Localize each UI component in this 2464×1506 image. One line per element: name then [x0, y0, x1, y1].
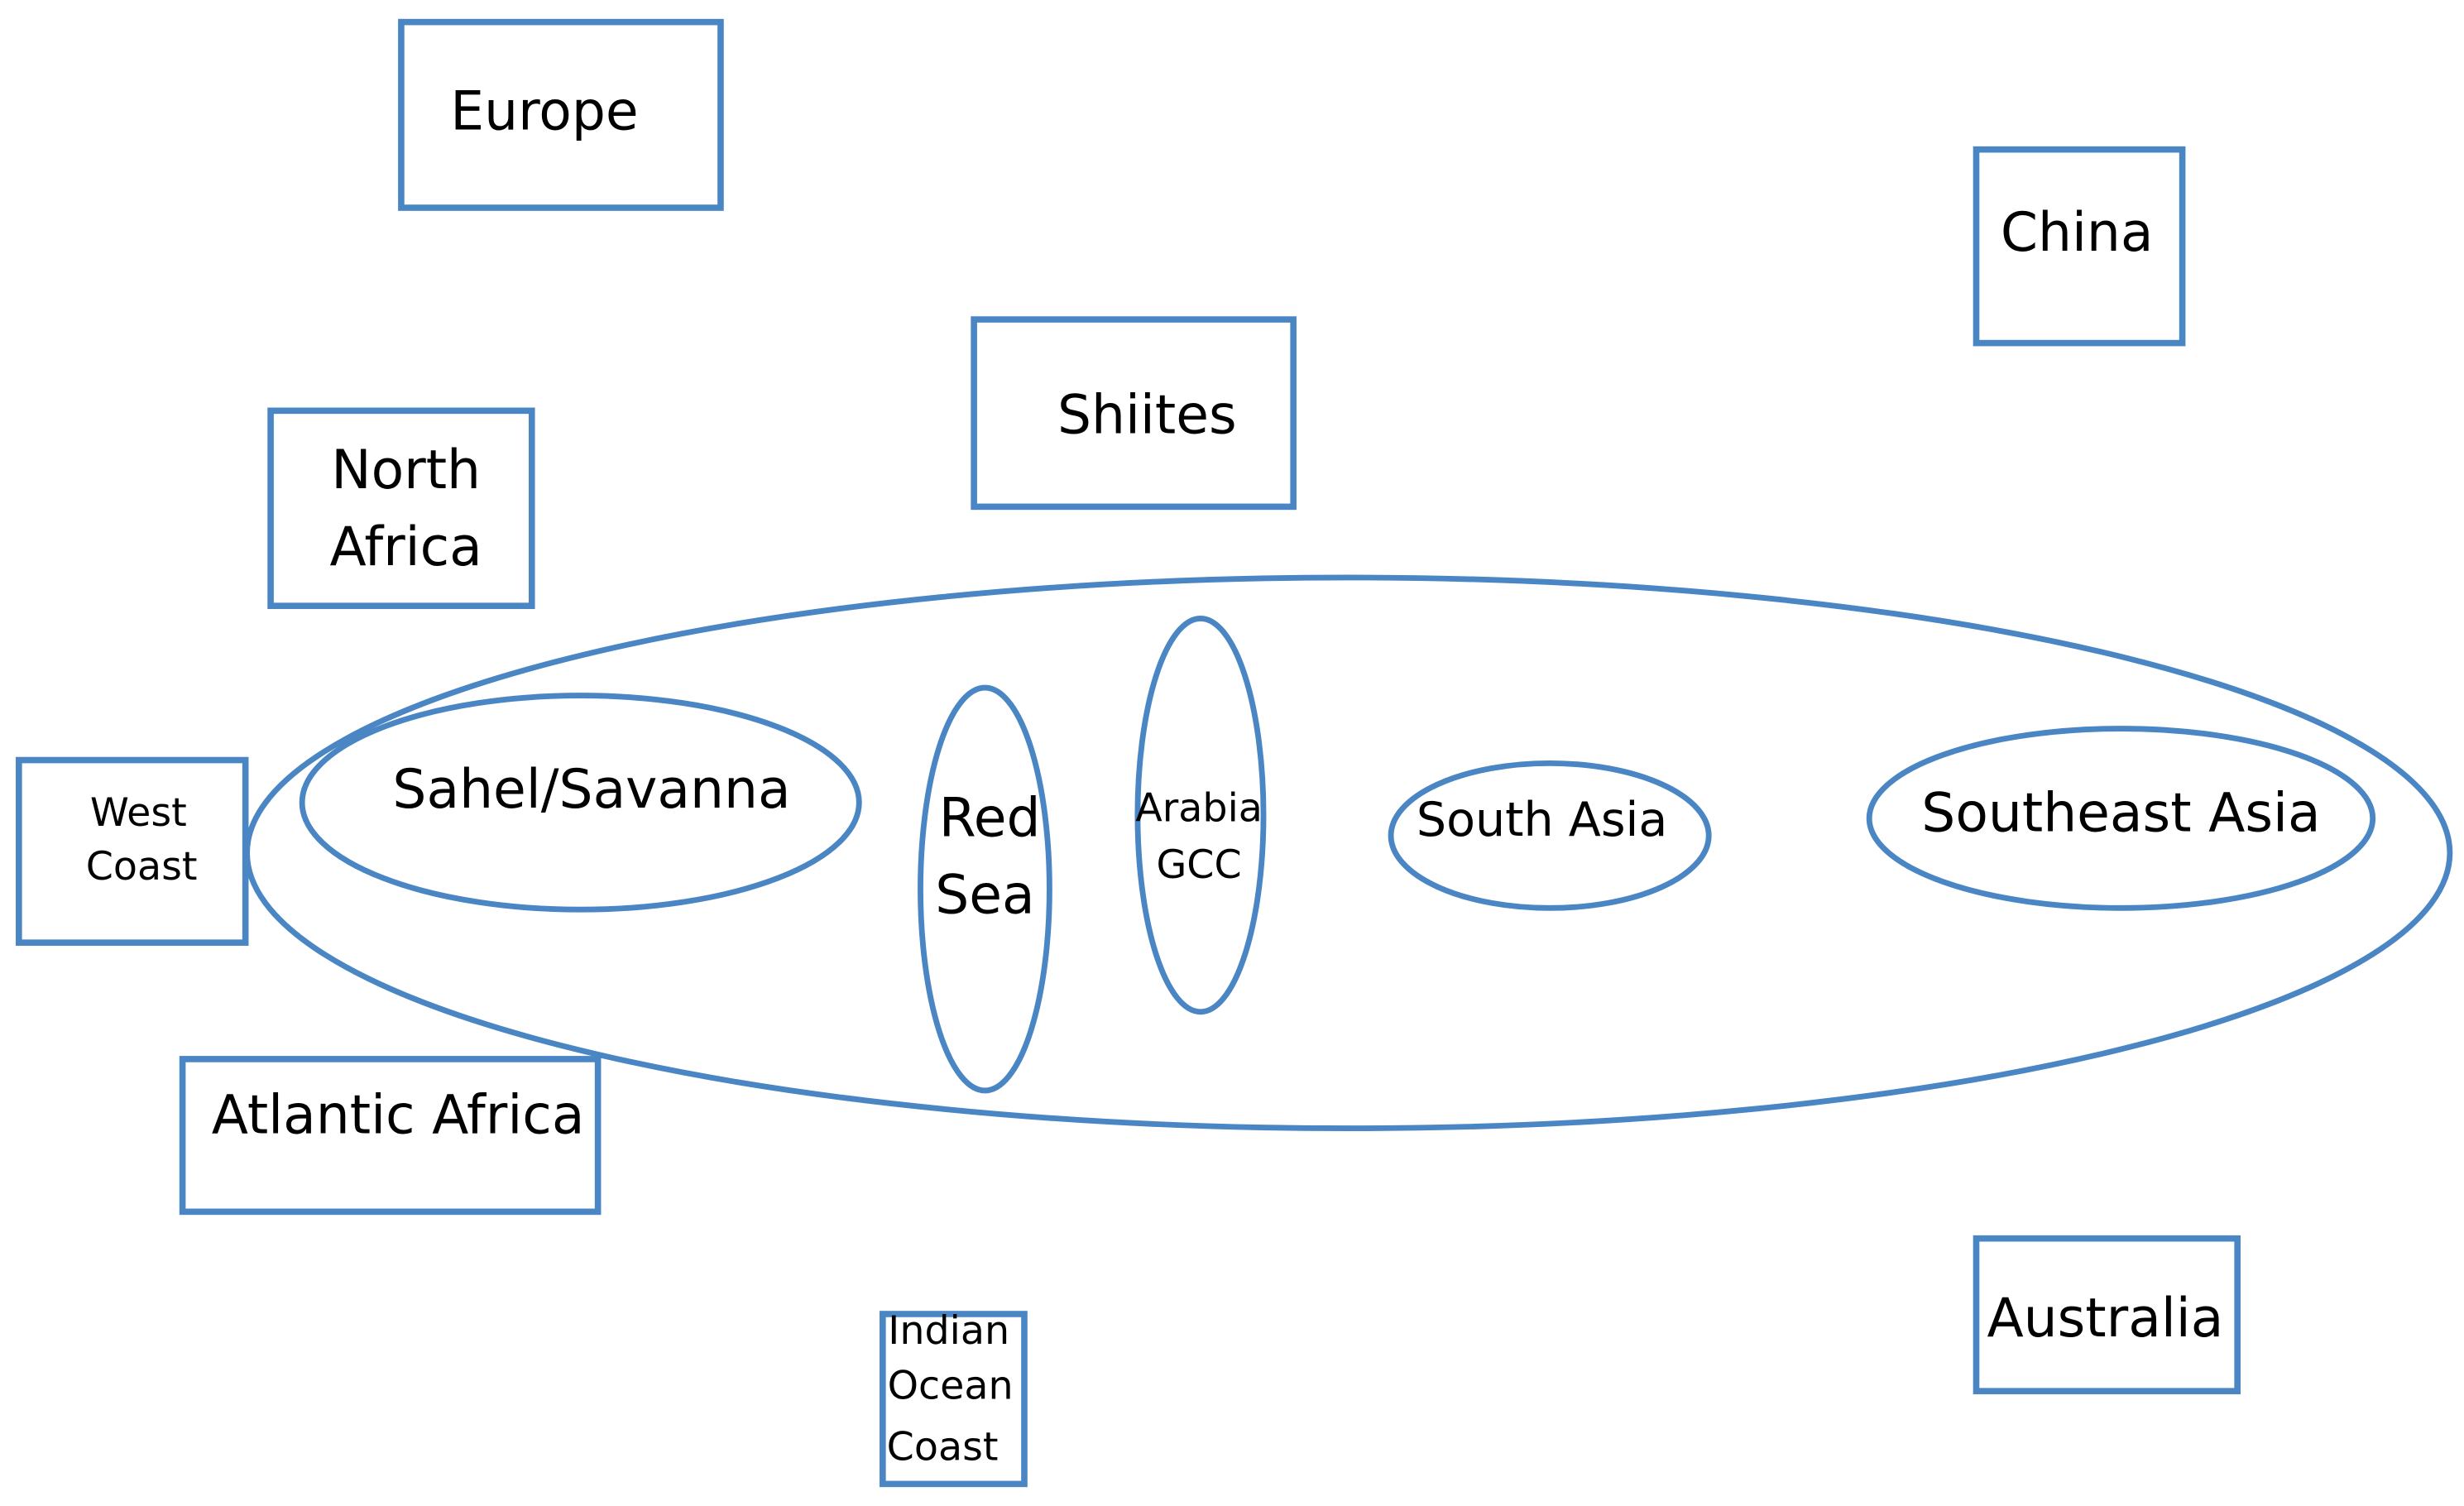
red-sea-label-line1: Red	[939, 787, 1041, 849]
australia-box: Australia	[1973, 1235, 2241, 1394]
arabia-gcc-ellipse: Arabia GCC	[1134, 615, 1267, 1015]
sahel-savanna-ellipse: Sahel/Savanna	[299, 693, 862, 913]
west-coast-box-border	[16, 756, 249, 946]
sahel-savanna-ellipse-border	[299, 693, 862, 913]
europe-label: Europe	[450, 80, 638, 142]
shiites-label: Shiites	[1057, 384, 1237, 446]
europe-box-border	[398, 18, 724, 211]
north-africa-box: North Africa	[267, 407, 535, 609]
china-box: China	[1973, 146, 2186, 347]
arabia-gcc-label-line1: Arabia	[1135, 785, 1263, 831]
shiites-box-border	[971, 316, 1297, 511]
atlantic-africa-box: Atlantic Africa	[179, 1056, 602, 1216]
europe-box: Europe	[398, 18, 724, 211]
china-label: China	[2001, 202, 2154, 264]
atlantic-africa-box-border	[179, 1056, 602, 1216]
shiites-box: Shiites	[971, 316, 1297, 511]
southeast-asia-ellipse: Southeast Asia	[1866, 726, 2376, 911]
outer-ellipse	[244, 574, 2453, 1131]
south-asia-ellipse: South Asia	[1388, 760, 1712, 911]
china-box-border	[1973, 146, 2186, 347]
australia-box-border	[1973, 1235, 2241, 1394]
south-asia-ellipse-border	[1388, 760, 1712, 911]
north-africa-box-border	[267, 407, 535, 609]
indian-ocean-coast-box: Indian Ocean Coast	[880, 1308, 1028, 1488]
indian-ocean-coast-box-border	[880, 1311, 1028, 1488]
south-asia-label: South Asia	[1417, 793, 1667, 847]
west-coast-label-line1: West	[90, 790, 187, 836]
australia-label: Australia	[1987, 1288, 2223, 1350]
indian-ocean-coast-label-line2: Ocean	[888, 1363, 1014, 1408]
arabia-gcc-label-line2: GCC	[1156, 842, 1241, 888]
indian-ocean-coast-label-line3: Coast	[887, 1425, 999, 1470]
sahel-savanna-label: Sahel/Savanna	[392, 759, 790, 821]
red-sea-ellipse: Red Sea	[918, 684, 1052, 1094]
red-sea-ellipse-border	[918, 684, 1052, 1094]
north-africa-label-line1: North	[331, 439, 481, 501]
red-sea-label-line2: Sea	[935, 864, 1034, 926]
west-coast-box: West Coast	[16, 756, 249, 946]
arabia-gcc-ellipse-border	[1134, 615, 1267, 1015]
atlantic-africa-label: Atlantic Africa	[212, 1085, 585, 1147]
west-coast-label-line2: Coast	[86, 844, 198, 890]
southeast-asia-ellipse-border	[1866, 726, 2376, 911]
indian-ocean-coast-label-line1: Indian	[888, 1308, 1009, 1354]
north-africa-label-line2: Africa	[329, 516, 482, 578]
southeast-asia-label: Southeast Asia	[1921, 783, 2320, 845]
